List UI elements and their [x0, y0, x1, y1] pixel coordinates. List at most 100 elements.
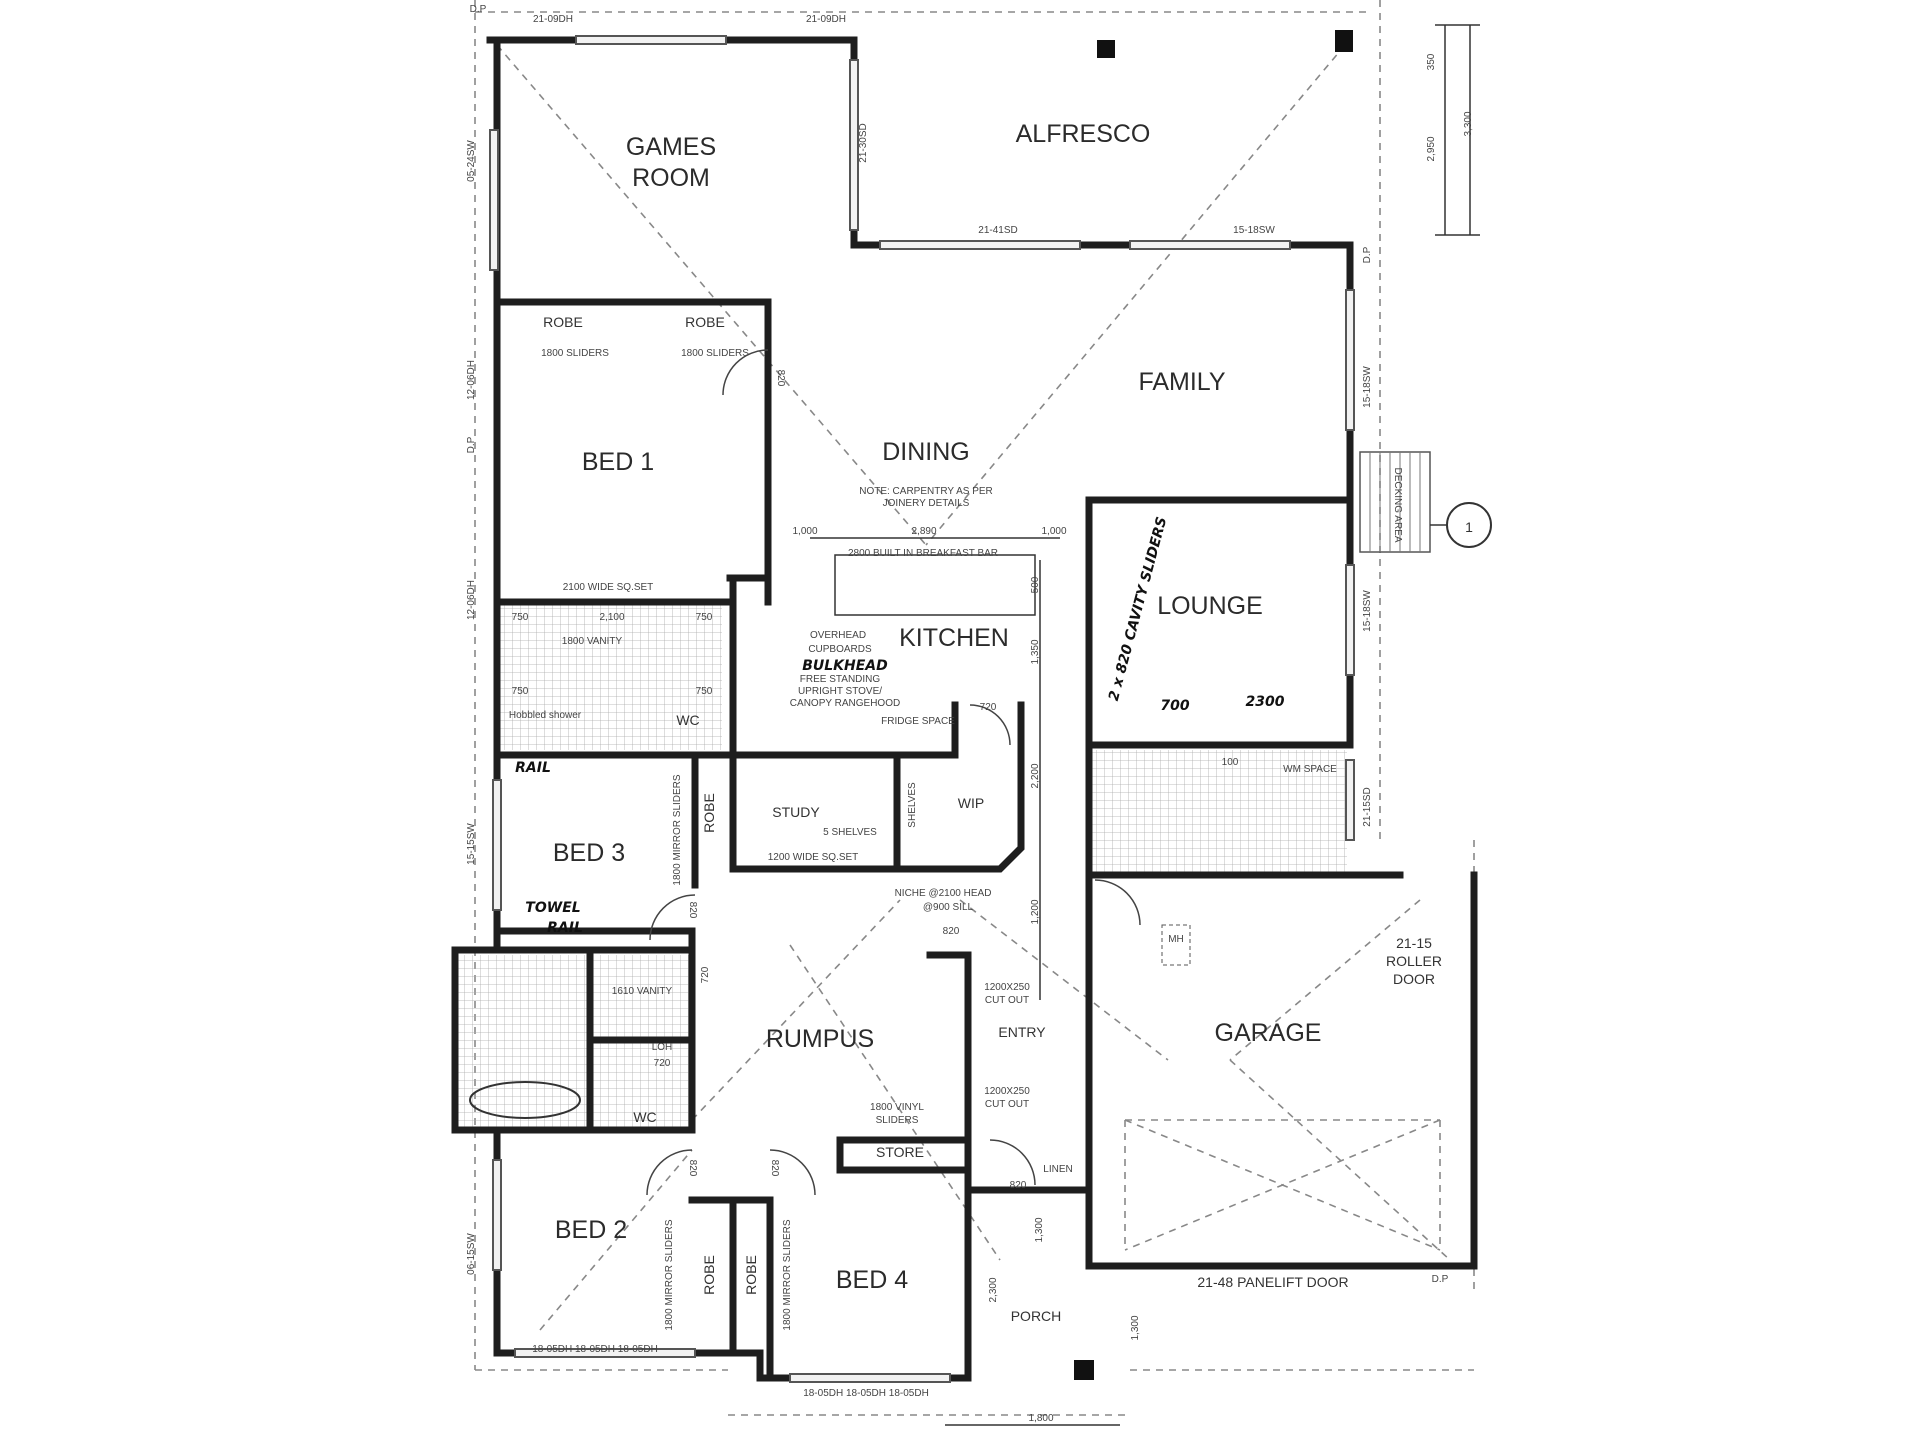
dimension: 2,890	[911, 526, 936, 537]
room-robe-b: ROBE	[685, 314, 725, 330]
room-robe-bed2: ROBE	[701, 1255, 717, 1295]
note: 820	[687, 902, 698, 919]
note: 1800 SLIDERS	[681, 348, 749, 359]
windows	[489, 35, 1355, 1383]
door-label: 21-41SD	[978, 225, 1017, 236]
note: 1800 VINYL	[870, 1102, 924, 1113]
window-label: 05-24SW	[466, 140, 477, 182]
note: 720	[980, 702, 997, 713]
note: UPRIGHT STOVE/	[798, 686, 882, 697]
room-store: STORE	[876, 1144, 924, 1160]
room-dining: DINING	[882, 438, 970, 466]
room-wip: WIP	[958, 795, 984, 811]
decking-area: DECKING AREA	[1359, 451, 1431, 553]
dimension: 750	[696, 612, 713, 623]
door-swings	[646, 349, 1141, 1196]
roller-door-label: DOOR	[1393, 971, 1435, 987]
dim-350: 350	[1426, 53, 1437, 70]
door-label: 21-15SD	[1362, 787, 1373, 826]
window-label: 12-06DH	[466, 360, 477, 400]
note: JOINERY DETAILS	[883, 498, 970, 509]
note: OVERHEAD	[810, 630, 866, 641]
note: NOTE: CARPENTRY AS PER	[859, 486, 993, 497]
note: 820	[769, 1160, 780, 1177]
dimension: 1,000	[792, 526, 817, 537]
window-label: 15-15SW	[466, 823, 477, 865]
room-bed1: BED 1	[582, 448, 654, 476]
note: 1200X250	[984, 982, 1030, 993]
room-bed4: BED 4	[836, 1266, 908, 1294]
room-family: FAMILY	[1138, 368, 1225, 396]
window-label: 18-05DH 18-05DH 18-05DH	[532, 1344, 658, 1355]
note: 820	[775, 370, 786, 387]
room-bed2: BED 2	[555, 1216, 627, 1244]
room-labels: GAMES ROOM ALFRESCO FAMILY DINING BED 1 …	[543, 120, 1321, 1324]
note: CUT OUT	[985, 1099, 1029, 1110]
dimension: 1,200	[1030, 899, 1041, 924]
note: CUT OUT	[985, 995, 1029, 1006]
note: 100	[1222, 757, 1239, 768]
room-alfresco: ALFRESCO	[1016, 120, 1151, 148]
handwritten-note: RAIL	[515, 760, 551, 776]
manhole-label: MH	[1168, 934, 1184, 945]
window-label: 15-18SW	[1362, 590, 1373, 632]
room-entry: ENTRY	[998, 1024, 1046, 1040]
dim-2950: 2,950	[1426, 136, 1437, 161]
note: 1610 VANITY	[612, 986, 673, 997]
note: 5 SHELVES	[823, 827, 877, 838]
dimension-ruler: 350 2,950 3,300	[810, 24, 1480, 1426]
manhole	[1161, 924, 1191, 966]
note: 1800 MIRROR SLIDERS	[672, 774, 683, 885]
window-label: 15-18SW	[1233, 225, 1275, 236]
note: 1800 VANITY	[562, 636, 623, 647]
dimension: 750	[512, 686, 529, 697]
note: 2100 WIDE SQ.SET	[563, 582, 654, 593]
window-label: 06-15SW	[466, 1233, 477, 1275]
room-bed3: BED 3	[553, 839, 625, 867]
panelift-door-label: 21-48 PANELIFT DOOR	[1197, 1274, 1348, 1290]
downpipe-label: D.P	[1432, 1274, 1449, 1285]
dimension: 1,350	[1030, 639, 1041, 664]
section-number: 1	[1465, 519, 1473, 535]
note: SLIDERS	[876, 1115, 919, 1126]
note: 1200 WIDE SQ.SET	[768, 852, 859, 863]
note: CANOPY RANGEHOOD	[790, 698, 900, 709]
handwritten-note: 2300	[1246, 694, 1285, 710]
room-games: GAMES	[626, 133, 716, 161]
note: WM SPACE	[1283, 764, 1337, 775]
note: 720	[654, 1058, 671, 1069]
opening-labels: 21-09DH 21-09DH 21-30SD 21-41SD 15-18SW …	[466, 4, 1449, 1399]
dimension: 2,100	[599, 612, 624, 623]
room-robe-bed3: ROBE	[701, 793, 717, 833]
note: 1800 MIRROR SLIDERS	[782, 1219, 793, 1330]
dimension: 1,300	[1130, 1315, 1141, 1340]
decking-label: DECKING AREA	[1392, 467, 1403, 542]
window-label: 12-06DH	[466, 580, 477, 620]
room-robe-bed4: ROBE	[743, 1255, 759, 1295]
dimension: 1,000	[1041, 526, 1066, 537]
note: SHELVES	[907, 782, 918, 828]
note: 820	[687, 1160, 698, 1177]
note: Hobbled shower	[509, 710, 582, 721]
note: 1200X250	[984, 1086, 1030, 1097]
dimension: 750	[512, 612, 529, 623]
window-label: 15-18SW	[1362, 366, 1373, 408]
room-garage: GARAGE	[1215, 1019, 1322, 1047]
handwritten-note: RAIL	[547, 920, 583, 936]
note: 1800 MIRROR SLIDERS	[664, 1219, 675, 1330]
dimension: 720	[700, 966, 711, 983]
dimension: 1,800	[1028, 1413, 1053, 1424]
room-rumpus: RUMPUS	[766, 1025, 874, 1053]
handwritten-note: BULKHEAD	[802, 658, 888, 674]
note: 820	[1010, 1180, 1027, 1191]
room-wc-main: WC	[633, 1109, 656, 1125]
dimension: 2,300	[988, 1277, 999, 1302]
note: LINEN	[1043, 1164, 1072, 1175]
window-label: 21-09DH	[533, 14, 573, 25]
dimension: 500	[1030, 576, 1041, 593]
downpipe-label: D.P	[466, 436, 477, 453]
note: @900 SILL	[923, 902, 974, 913]
roller-door-label: 21-15	[1396, 935, 1432, 951]
dimension: 750	[696, 686, 713, 697]
